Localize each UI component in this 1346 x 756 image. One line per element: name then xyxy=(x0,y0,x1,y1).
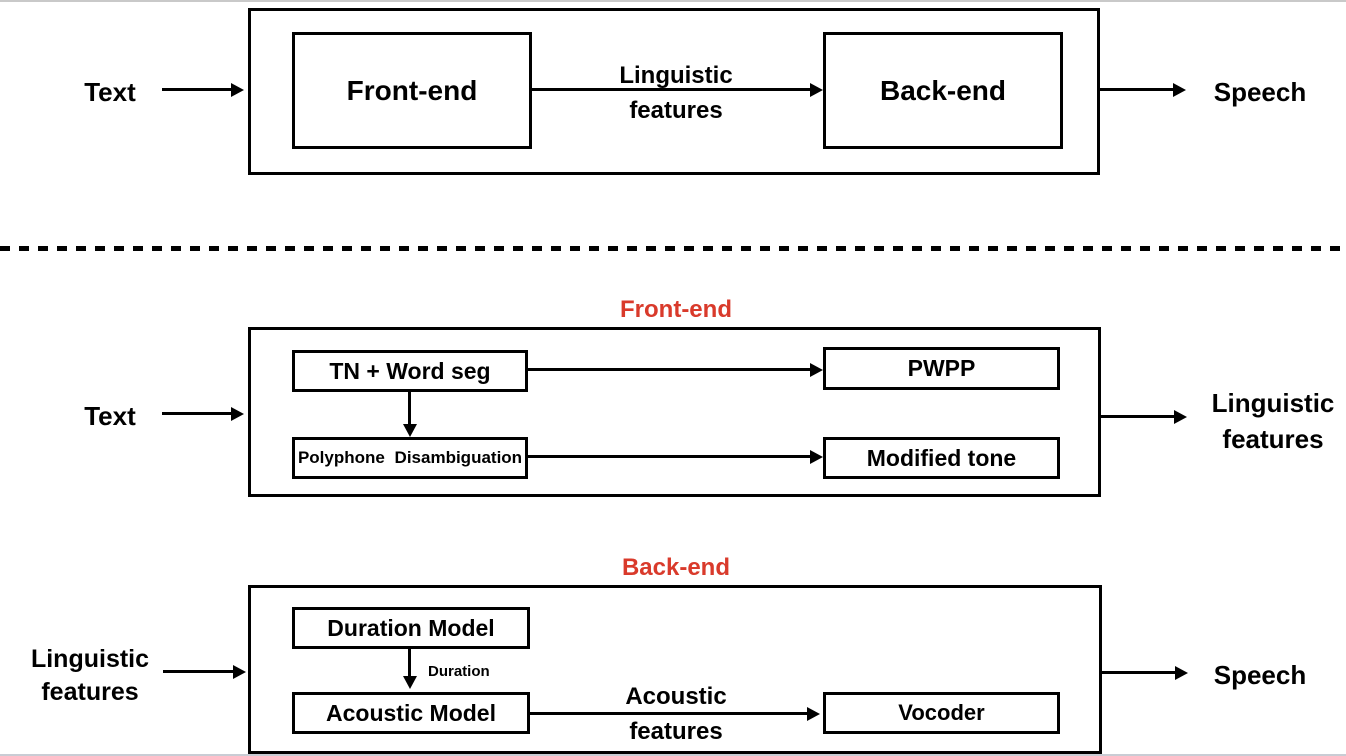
dashed-divider xyxy=(0,246,1346,251)
polyphone-disambiguation-box: Polyphone Disambiguation xyxy=(292,437,528,479)
frontend-box: Front-end xyxy=(292,32,532,149)
vocoder-box: Vocoder xyxy=(823,692,1060,734)
backend-box: Back-end xyxy=(823,32,1063,149)
modified-tone-box: Modified tone xyxy=(823,437,1060,479)
frontend-text-input-arrow xyxy=(162,406,244,421)
duration-to-acoustic-arrow xyxy=(402,649,417,689)
frontend-outer-frame xyxy=(248,327,1101,497)
acoustic-features-edge-label-line2: features xyxy=(629,718,723,745)
backend-input-label: Linguistic features xyxy=(10,643,170,709)
frontend-section-title: Front-end xyxy=(620,296,732,323)
frontend-output-label-line1: Linguistic xyxy=(1211,388,1335,418)
duration-edge-label: Duration xyxy=(428,663,490,680)
backend-input-label-line1: Linguistic xyxy=(30,645,150,673)
backend-section-title: Back-end xyxy=(621,554,731,581)
acoustic-features-edge-label: Acoustic features xyxy=(576,679,776,749)
overview-speech-output-arrow xyxy=(1100,82,1186,97)
overview-edge-label: Linguistic features xyxy=(576,58,776,128)
acoustic-model-box: Acoustic Model xyxy=(292,692,530,734)
backend-speech-output-arrow xyxy=(1102,665,1188,680)
backend-outer-frame xyxy=(248,585,1102,754)
backend-input-label-line2: features xyxy=(41,678,139,706)
tn-to-polyphone-arrow xyxy=(402,392,417,437)
frontend-input-label: Text xyxy=(84,401,136,431)
acoustic-to-vocoder-arrow xyxy=(530,706,820,721)
overview-output-label: Speech xyxy=(1213,77,1307,107)
acoustic-features-edge-label-line1: Acoustic xyxy=(625,683,727,710)
polyphone-to-modified-tone-arrow xyxy=(528,449,823,464)
overview-linguistic-features-arrow xyxy=(532,82,823,97)
tn-wordseg-box: TN + Word seg xyxy=(292,350,528,392)
frontend-output-label: Linguistic features xyxy=(1200,385,1346,457)
backend-output-label: Speech xyxy=(1213,660,1307,690)
tn-to-pwpp-arrow xyxy=(528,362,823,377)
overview-outer-frame xyxy=(248,8,1100,175)
frontend-output-arrow xyxy=(1101,409,1187,424)
overview-edge-label-line2: features xyxy=(629,97,723,124)
overview-input-label: Text xyxy=(84,77,136,107)
overview-edge-label-line1: Linguistic xyxy=(619,62,733,89)
frontend-output-label-line2: features xyxy=(1222,424,1324,454)
pwpp-box: PWPP xyxy=(823,347,1060,390)
backend-input-arrow xyxy=(163,664,246,679)
duration-model-box: Duration Model xyxy=(292,607,530,649)
overview-text-input-arrow xyxy=(162,82,244,97)
